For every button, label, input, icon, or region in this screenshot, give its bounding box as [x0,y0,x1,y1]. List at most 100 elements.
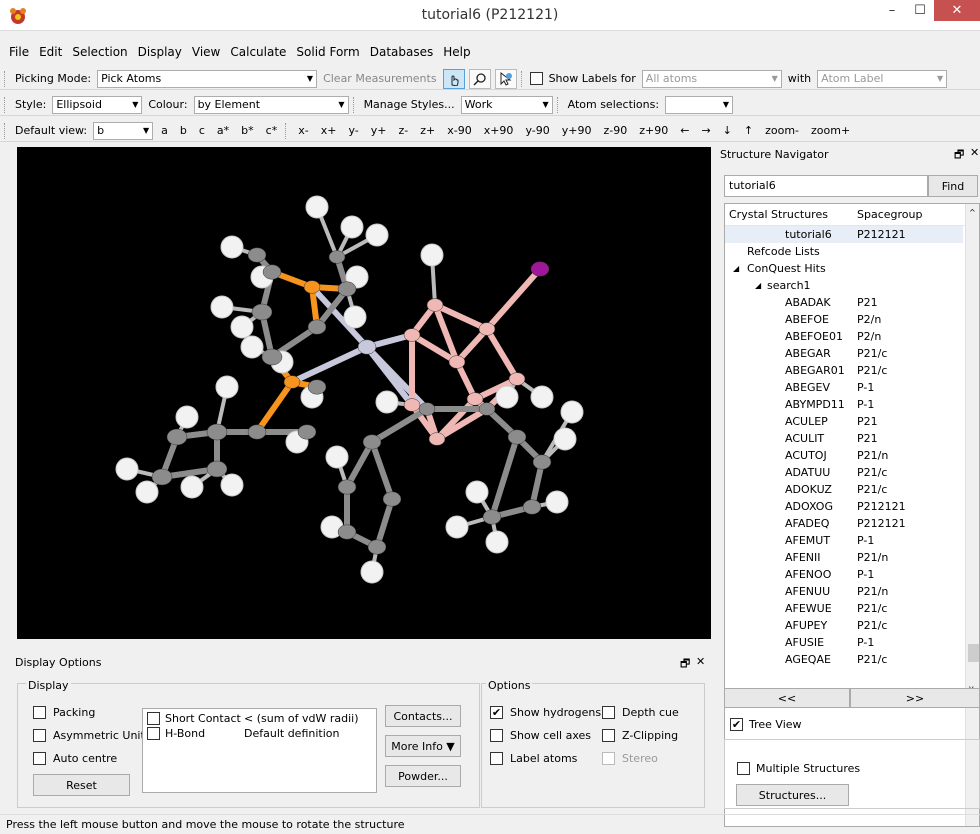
float-panel-icon[interactable]: 🗗 [680,657,691,670]
carbon-atom[interactable] [307,379,327,395]
iodine-atom[interactable] [530,261,550,277]
multiple-structures-option[interactable]: Multiple Structures [737,762,860,775]
bond[interactable] [454,326,490,365]
view-c-star-button[interactable]: c* [265,124,278,137]
hydrogen-atom[interactable] [220,473,244,497]
carbon-atom[interactable] [482,509,502,525]
view-b-button[interactable]: b [179,124,187,137]
depth-cue-checkbox[interactable] [602,706,615,719]
hydrogen-atom[interactable] [180,475,204,499]
view-b-star-button[interactable]: b* [241,124,254,137]
contact-types-list[interactable]: Short Contact < (sum of vdW radii) H-Bon… [142,708,377,793]
tree-view-checkbox[interactable]: ✔ [730,718,743,731]
carbon-atom[interactable] [337,281,357,297]
hydrogen-atom[interactable] [305,195,329,219]
structures-button[interactable]: Structures... [736,784,849,806]
show-cell-axes-option[interactable]: Show cell axes [490,729,591,742]
tree-row-search1[interactable]: ◢ search1 [725,277,963,294]
rotate-y-plus90-button[interactable]: y+90 [561,124,592,137]
more-info-button[interactable]: More Info ▼ [385,735,461,757]
bond[interactable] [369,406,430,445]
menu-file[interactable]: File [9,45,30,59]
carbon-atom[interactable] [478,402,496,416]
hydrogen-atom[interactable] [553,427,577,451]
picking-mode-select[interactable]: Pick Atoms▼ [97,69,318,88]
hydrogen-atom[interactable] [175,405,199,429]
boron-atom[interactable] [426,298,444,312]
select-cursor-icon[interactable] [494,68,517,89]
clear-measurements-button[interactable]: Clear Measurements [323,72,437,85]
auto-centre-checkbox[interactable] [33,752,46,765]
boron-atom[interactable] [478,322,496,336]
contacts-button[interactable]: Contacts... [385,705,461,727]
hydrogen-atom[interactable] [325,445,349,469]
carbon-atom[interactable] [251,303,273,321]
packing-checkbox[interactable] [33,706,46,719]
carbon-atom[interactable] [418,402,436,416]
carbon-atom[interactable] [297,424,317,440]
hydrogen-atom[interactable] [365,223,389,247]
bond[interactable] [409,332,460,365]
show-labels-checkbox[interactable] [529,72,543,85]
work-select[interactable]: Work▼ [460,95,553,114]
boron-atom[interactable] [466,392,484,406]
menu-edit[interactable]: Edit [39,45,63,59]
bond[interactable] [434,406,490,442]
hydrogen-atom[interactable] [240,335,264,359]
carbon-atom[interactable] [307,319,327,335]
bond[interactable] [374,496,395,550]
rotate-x-plus90-button[interactable]: x+90 [483,124,514,137]
carbon-atom[interactable] [382,491,402,507]
toolbar-grip[interactable] [285,122,288,139]
label-type-select[interactable]: Atom Label▼ [817,69,948,88]
hand-pointer-icon[interactable] [442,68,465,89]
tree-row-conquest-hits[interactable]: ◢ ConQuest Hits [725,260,963,277]
metal-atom[interactable] [357,339,377,355]
carbon-atom[interactable] [532,454,552,470]
bond[interactable] [432,302,490,332]
hydrogen-atom[interactable] [220,235,244,259]
arrow-down-icon[interactable]: ↓ [722,124,732,137]
rotate-z-minus-button[interactable]: z- [398,124,409,137]
bond[interactable] [364,344,430,412]
toolbar-grip[interactable] [556,96,560,113]
bond[interactable] [484,266,543,332]
hydrogen-atom[interactable] [560,400,584,424]
packing-option[interactable]: Packing [33,706,95,719]
next-page-button[interactable]: >> [850,688,980,708]
hydrogen-atom[interactable] [210,295,234,319]
short-contact-checkbox[interactable] [147,712,160,725]
hydrogen-atom[interactable] [340,215,364,239]
maximize-button[interactable]: ☐ [914,3,926,18]
rotate-x-plus-button[interactable]: x+ [320,124,337,137]
bond[interactable] [254,379,295,435]
bond[interactable] [314,286,350,330]
hydrogen-atom[interactable] [545,490,569,514]
phosphorus-atom[interactable] [303,280,321,294]
rotate-y-plus-button[interactable]: y+ [370,124,387,137]
arrow-right-icon[interactable]: → [701,124,711,137]
navigator-search-input[interactable]: tutorial6 [724,175,928,197]
rotate-z-minus90-button[interactable]: z-90 [603,124,628,137]
asymmetric-unit-checkbox[interactable] [33,729,46,742]
rotate-y-minus90-button[interactable]: y-90 [525,124,550,137]
menu-display[interactable]: Display [137,45,182,59]
view-c-button[interactable]: c [198,124,205,137]
toolbar-grip[interactable] [4,122,7,139]
carbon-atom[interactable] [362,434,382,450]
stereo-checkbox[interactable] [602,752,615,765]
zoom-out-button[interactable]: zoom- [765,124,800,137]
zoom-in-button[interactable]: zoom+ [811,124,851,137]
menu-view[interactable]: View [191,45,221,59]
auto-centre-option[interactable]: Auto centre [33,752,117,765]
carbon-atom[interactable] [337,479,357,495]
carbon-atom[interactable] [247,424,267,440]
